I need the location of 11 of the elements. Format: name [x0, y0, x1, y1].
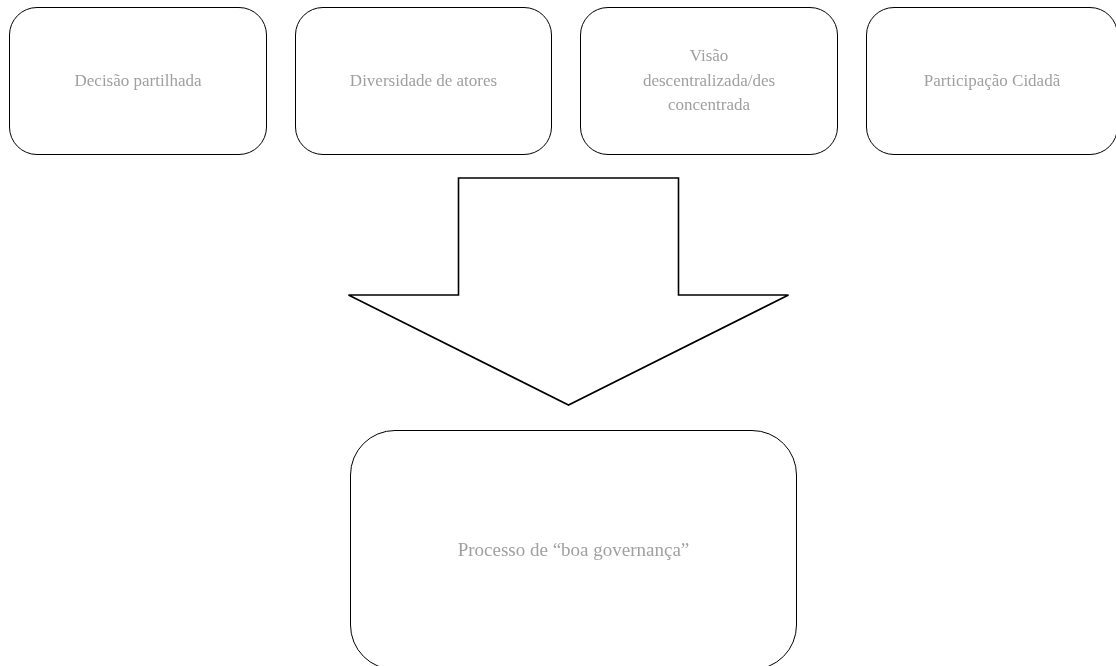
- process-box: [295, 7, 552, 155]
- box-label: Processo de “boa governança”: [456, 538, 691, 563]
- box-label: Visão descentralizada/des concentrada: [641, 45, 777, 117]
- box-label: Decisão partilhada: [73, 69, 203, 92]
- box-label: Participação Cidadã: [922, 69, 1062, 92]
- process-box: [580, 7, 838, 155]
- process-box: [866, 7, 1116, 155]
- process-box: [350, 430, 797, 666]
- process-box: [9, 7, 267, 155]
- block-arrow: [347, 177, 790, 406]
- box-label: Diversidade de atores: [348, 69, 499, 92]
